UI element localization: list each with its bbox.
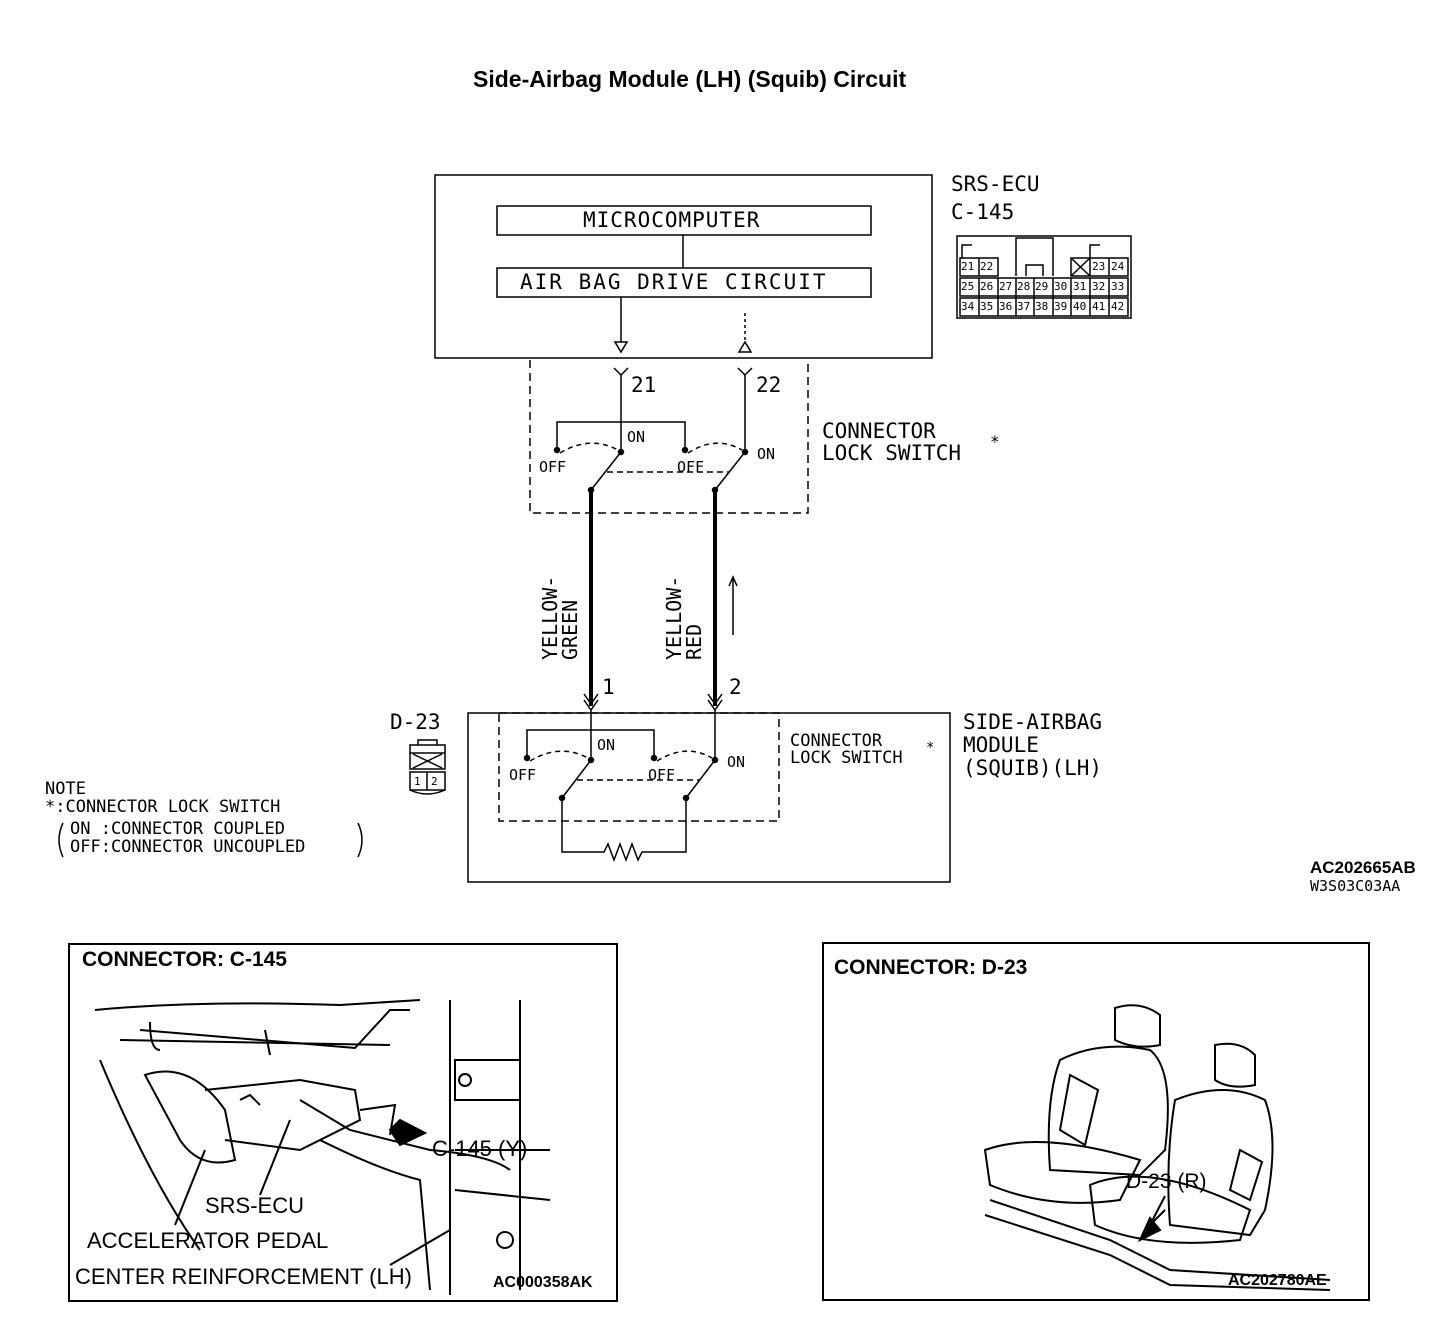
pin-number: 24 [1111,260,1125,273]
pin-number: 40 [1073,300,1087,313]
wire-a-label: YELLOW- GREEN [538,575,582,660]
note-line-3: ON :CONNECTOR COUPLED [70,819,285,839]
lower-switch-off-a: OFF [509,766,537,784]
c145-pinout [956,235,1132,319]
upper-switch-off-a: OFF [539,458,567,476]
note-title: NOTE [45,779,86,799]
module-name-2: MODULE [963,733,1039,757]
srs-ecu-box [434,174,933,359]
pin-number: 36 [999,300,1013,313]
d23-label: D-23 [390,710,441,734]
module-pin-1: 1 [602,675,615,699]
dashboard-illustration [94,999,551,1295]
pin-number: 41 [1092,300,1106,313]
pin-number: 21 [961,260,975,273]
pin-number: 23 [1092,260,1106,273]
panel-d23-heading: CONNECTOR: D-23 [834,956,1028,979]
pin-number: 32 [1092,280,1106,293]
page-title: Side-Airbag Module (LH) (Squib) Circuit [473,66,907,92]
pin-number: 38 [1035,300,1049,313]
microcomputer-label: MICROCOMPUTER [583,208,761,232]
lower-switch-label-2: LOCK SWITCH [790,748,903,768]
lower-switch-asterisk: * [926,740,935,756]
pin-number: 35 [980,300,994,313]
pin-number: 26 [980,280,994,293]
module-name-1: SIDE-AIRBAG [963,710,1103,734]
label-center-reinforcement: CENTER REINFORCEMENT (LH) [75,1264,412,1289]
pin-number: 37 [1017,300,1031,313]
pin-number: 29 [1035,280,1049,293]
diagram-code: AC202665AB [1310,858,1416,877]
pin-number: 34 [961,300,975,313]
seat-illustration [983,1004,1331,1291]
pin-number: 31 [1073,280,1087,293]
wire-b-line1: YELLOW- [662,575,686,660]
d23-pin: 1 [414,775,421,788]
lower-switch-off-b: OFF [648,766,676,784]
c145-callout: C-145 (Y) [432,1136,528,1161]
drive-circuit-label: AIR BAG DRIVE CIRCUIT [520,270,828,294]
panel-d23 [822,942,1370,1301]
pin-22-label: 22 [756,373,782,397]
ecu-name: SRS-ECU [951,172,1040,196]
pin-number: 25 [961,280,975,293]
pin-number: 39 [1054,300,1068,313]
pin-number: 22 [980,260,994,273]
pin-number: 33 [1111,280,1125,293]
note-line-2: *:CONNECTOR LOCK SWITCH [45,797,281,817]
pin-number: 42 [1111,300,1125,313]
d23-connector-icon [409,739,446,795]
note-line-4: OFF:CONNECTOR UNCOUPLED [70,837,306,857]
panel-c145-code: AC000358AK [493,1274,593,1291]
drive-circuit-box [496,267,872,298]
label-accelerator-pedal: ACCELERATOR PEDAL [87,1228,329,1253]
upper-switch-off-b: OFF [677,458,705,476]
d23-callout: D-23 (R) [1126,1170,1207,1193]
pin-number: 30 [1054,280,1068,293]
module-pin-2: 2 [729,675,742,699]
wire-b-label: YELLOW- RED [662,575,706,660]
module-name-3: (SQUIB)(LH) [963,756,1103,780]
pin-number: 27 [999,280,1013,293]
wire-b-line2: RED [682,623,706,660]
upper-switch-asterisk: * [990,432,1000,451]
upper-switch-label-1: CONNECTOR [822,419,936,443]
lower-switch-label-1: CONNECTOR [790,731,883,751]
wire-a-line2: GREEN [558,599,582,660]
microcomputer-box [496,205,872,236]
lower-switch-on-a: ON [597,736,616,754]
lower-switch-on-b: ON [727,753,746,771]
wire-a-line1: YELLOW- [538,575,562,660]
ecu-connector: C-145 [951,200,1015,224]
diagram-subcode: W3S03C03AA [1310,877,1401,895]
panel-c145-heading: CONNECTOR: C-145 [82,948,287,971]
label-srs-ecu: SRS-ECU [205,1193,305,1218]
panel-d23-code: AC202780AE [1228,1272,1327,1289]
d23-pin: 2 [431,775,438,788]
pin-21-label: 21 [631,373,657,397]
pin-number: 28 [1017,280,1031,293]
panel-c145 [68,943,618,1302]
upper-switch-label-2: LOCK SWITCH [822,441,962,465]
upper-switch-on-a: ON [627,428,646,446]
upper-switch-on-b: ON [757,445,776,463]
